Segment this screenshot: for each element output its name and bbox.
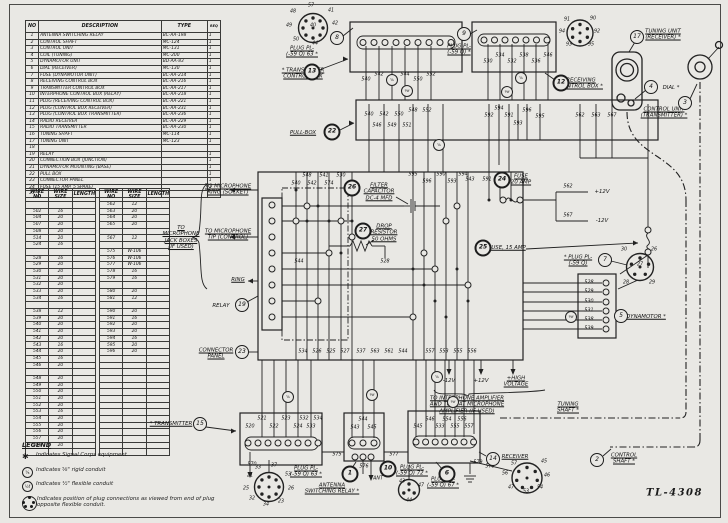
legend-item: ✱ Indicates Signal Corps equipment bbox=[22, 452, 237, 463]
legend: LEGEND ✱ Indicates Signal Corps equipment… bbox=[22, 441, 237, 513]
table-header-row: WIRE NO WIRE SIZE LENGTH bbox=[98, 188, 170, 202]
col-no: NO bbox=[24, 20, 40, 33]
legend-text: Indicates ⅝" rigid conduit bbox=[36, 466, 106, 473]
table-header-row: WIRE NO WIRE SIZE LENGTH bbox=[24, 188, 96, 202]
legend-text: Indicates position of plug connections a… bbox=[37, 495, 215, 509]
conduit-circle-icon: ⅝ bbox=[22, 466, 36, 478]
signal-corps-star-icon: ✱ bbox=[22, 452, 29, 461]
plug-face-icon bbox=[22, 495, 37, 511]
legend-title: LEGEND bbox=[22, 441, 52, 449]
conduit-circle-icon: ½f bbox=[22, 481, 36, 492]
drawing-border bbox=[9, 4, 721, 518]
legend-text: Indicates Signal Corps equipment bbox=[36, 452, 127, 458]
legend-item: Indicates position of plug connections a… bbox=[22, 495, 237, 511]
legend-text: Indicates ½" flexible conduit bbox=[36, 481, 114, 487]
col-length: LENGTH bbox=[145, 188, 170, 202]
col-req: REQ bbox=[206, 20, 222, 33]
table-row bbox=[98, 448, 170, 457]
table-row bbox=[98, 401, 170, 410]
table-header-row: NO DESCRIPTION TYPE REQ bbox=[24, 20, 222, 33]
table-row bbox=[24, 448, 96, 457]
drawing-number: TL-4308 bbox=[646, 487, 703, 499]
col-length: LENGTH bbox=[71, 188, 96, 202]
